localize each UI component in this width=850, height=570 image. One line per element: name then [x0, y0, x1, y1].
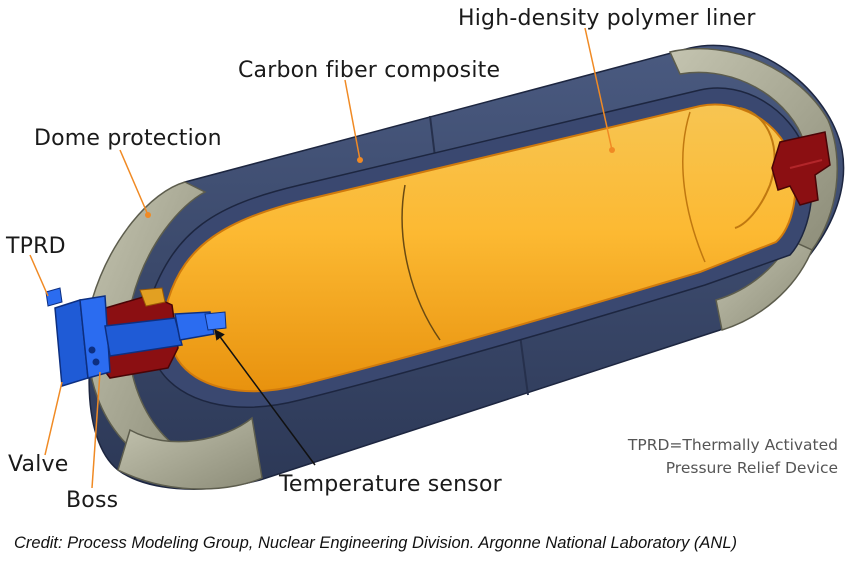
tprd-definition-note: TPRD=Thermally Activated Pressure Relief…	[628, 434, 838, 480]
label-boss: Boss	[66, 488, 119, 513]
note-line-1: TPRD=Thermally Activated	[627, 436, 838, 454]
label-dome-protection: Dome protection	[34, 126, 222, 151]
valve-assembly	[54, 295, 227, 387]
label-composite: Carbon fiber composite	[238, 58, 501, 83]
tprd-part	[45, 287, 63, 307]
credit-line: Credit: Process Modeling Group, Nuclear …	[14, 534, 737, 552]
leader-lines	[29, 27, 615, 489]
hydrogen-tank-cutaway	[29, 27, 845, 490]
label-liner: High-density polymer liner	[458, 6, 756, 31]
label-valve: Valve	[8, 452, 69, 477]
label-tprd: TPRD	[6, 234, 66, 259]
label-temperature-sensor: Temperature sensor	[279, 472, 502, 497]
dome-protection-left	[86, 181, 263, 490]
polymer-liner	[164, 103, 797, 393]
note-line-2: Pressure Relief Device	[665, 459, 838, 477]
boss-right	[771, 131, 831, 206]
